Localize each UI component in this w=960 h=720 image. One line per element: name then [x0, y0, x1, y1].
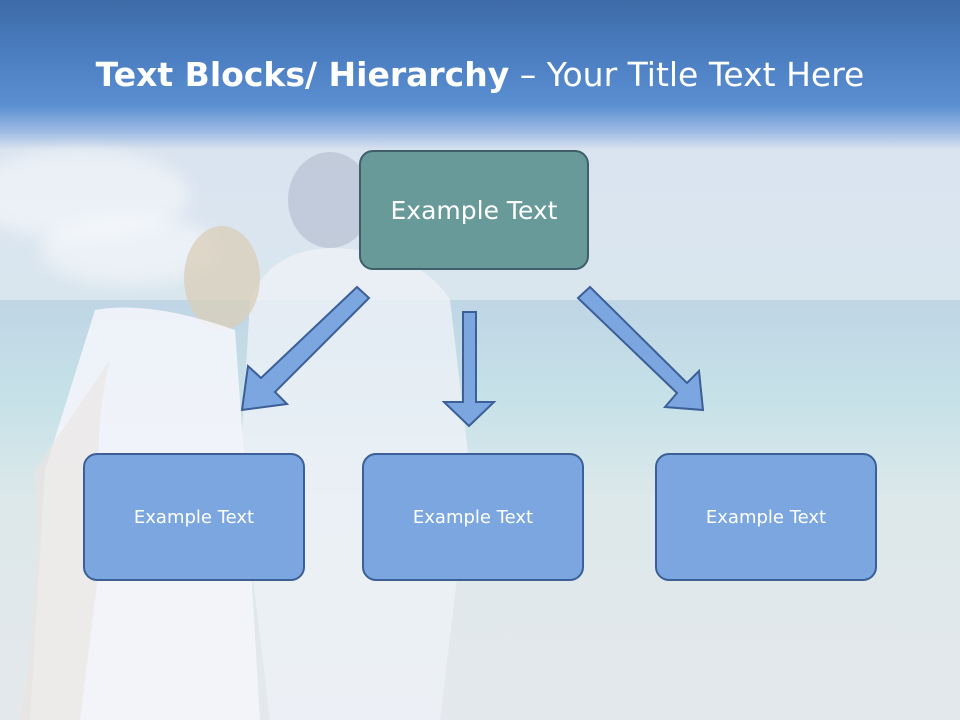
child-box-center[interactable]: Example Text	[362, 453, 584, 581]
top-level-box[interactable]: Example Text	[359, 150, 589, 270]
child-box-left[interactable]: Example Text	[83, 453, 305, 581]
title-bold-part: Text Blocks/ Hierarchy	[95, 55, 510, 94]
slide-title: Text Blocks/ Hierarchy – Your Title Text…	[0, 55, 960, 94]
arrow-center	[441, 311, 497, 428]
child-box-right[interactable]: Example Text	[655, 453, 877, 581]
arrow-left	[240, 285, 371, 412]
header-band	[0, 0, 960, 150]
cloud-decoration	[0, 150, 190, 240]
arrow-right	[576, 285, 705, 412]
title-dash: –	[509, 55, 547, 94]
title-rest: Your Title Text Here	[546, 55, 865, 94]
